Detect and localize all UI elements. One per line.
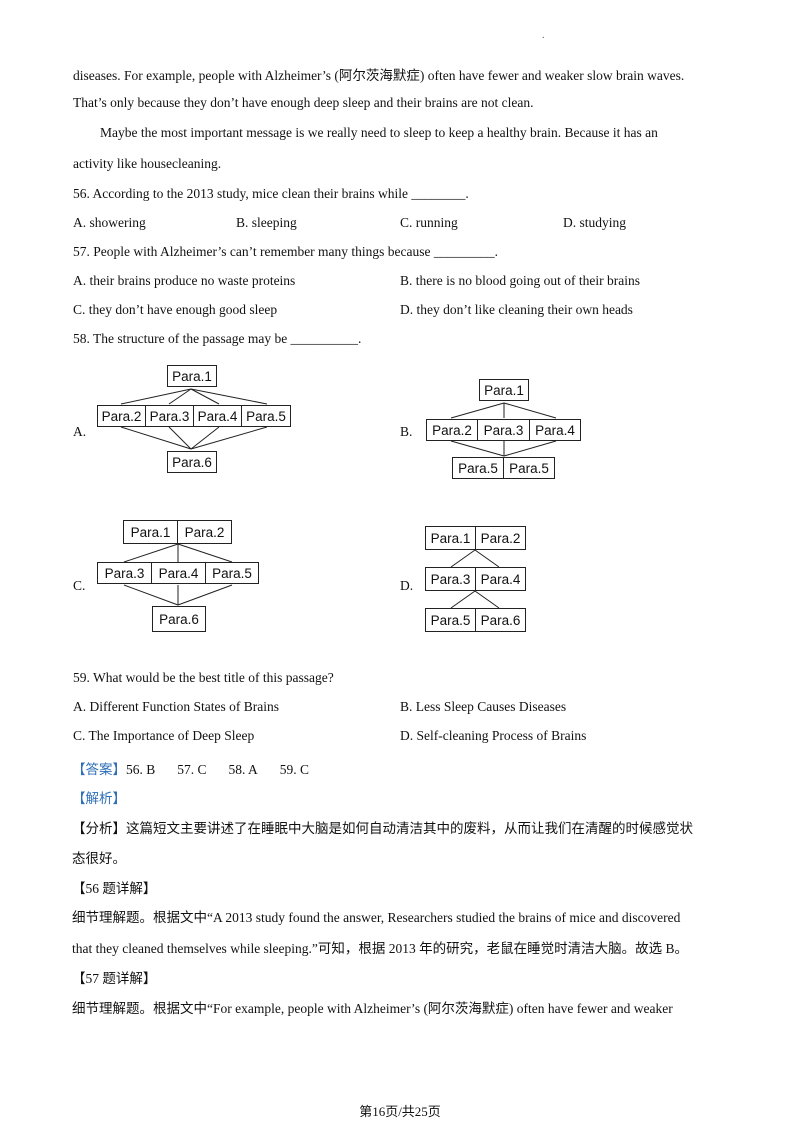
- q56-option-d: D. studying: [563, 215, 627, 230]
- q58-option-a-label: A.: [73, 424, 87, 439]
- answer-58: 58. A: [228, 762, 258, 777]
- header-mark: .: [542, 30, 545, 41]
- diagram-a-arrows: [120, 388, 268, 450]
- question-57-stem: 57. People with Alzheimer’s can’t rememb…: [73, 244, 499, 259]
- diagram-c-para-5: Para.5: [205, 562, 259, 584]
- diagram-a-para-4: Para.4: [193, 405, 242, 427]
- q56-detail-line-2: that they cleaned themselves while sleep…: [72, 941, 689, 956]
- diagram-d-arrows: [450, 549, 500, 609]
- diagram-b-para-5b: Para.5: [503, 457, 555, 479]
- answer-59: 59. C: [279, 762, 310, 777]
- q56-option-b: B. sleeping: [236, 215, 297, 230]
- q57-option-b: B. there is no blood going out of their …: [400, 273, 640, 288]
- diagram-b-para-3: Para.3: [477, 419, 530, 441]
- question-59-stem: 59. What would be the best title of this…: [73, 670, 334, 685]
- diagram-c-arrows: [123, 543, 233, 606]
- q56-detail-line-1: 细节理解题。根据文中“A 2013 study found the answer…: [72, 910, 681, 925]
- diagram-b-para-2: Para.2: [426, 419, 478, 441]
- page-footer: 第16页/共25页: [359, 1104, 441, 1119]
- diagram-c-para-4: Para.4: [151, 562, 206, 584]
- diagram-d-para-1: Para.1: [425, 526, 476, 550]
- diagram-a-para-5: Para.5: [241, 405, 291, 427]
- diagram-b-arrows: [450, 402, 557, 457]
- passage-line-2: That’s only because they don’t have enou…: [73, 95, 534, 110]
- answer-57: 57. C: [177, 762, 207, 777]
- diagram-a-para-3: Para.3: [145, 405, 194, 427]
- q58-option-d-label: D.: [400, 578, 414, 593]
- answer-label: 【答案】: [72, 762, 126, 777]
- diagram-d-para-5: Para.5: [425, 608, 476, 632]
- answer-row: 【答案】56. B 57. C 58. A 59. C: [72, 758, 309, 778]
- diagram-b-para-1: Para.1: [479, 379, 529, 401]
- q57-option-a: A. their brains produce no waste protein…: [73, 273, 296, 288]
- diagram-d-para-4: Para.4: [475, 567, 526, 591]
- analysis-line-1: 【分析】这篇短文主要讲述了在睡眠中大脑是如何自动清洁其中的废料，从而让我们在清醒…: [72, 821, 693, 836]
- q57-option-d: D. they don’t like cleaning their own he…: [400, 302, 633, 317]
- diagram-d-para-2: Para.2: [475, 526, 526, 550]
- question-58-stem: 58. The structure of the passage may be …: [73, 331, 362, 346]
- q59-option-a: A. Different Function States of Brains: [73, 699, 279, 714]
- diagram-c-para-2: Para.2: [177, 520, 232, 544]
- analysis-label: 【解析】: [72, 791, 126, 806]
- diagram-b-para-4: Para.4: [529, 419, 581, 441]
- q57-option-c: C. they don’t have enough good sleep: [73, 302, 278, 317]
- answer-56: 56. B: [126, 762, 156, 777]
- passage-line-1: diseases. For example, people with Alzhe…: [73, 68, 685, 83]
- q56-option-a: A. showering: [73, 215, 146, 230]
- diagram-a-para-1: Para.1: [167, 365, 217, 387]
- structure-diagram-b: Para.1 Para.2 Para.3 Para.4 Para.5 Para.…: [424, 378, 584, 483]
- question-56-stem: 56. According to the 2013 study, mice cl…: [73, 186, 469, 201]
- q57-detail-line-1: 细节理解题。根据文中“For example, people with Alzh…: [72, 1001, 673, 1016]
- q59-option-c: C. The Importance of Deep Sleep: [73, 728, 255, 743]
- passage-line-3: Maybe the most important message is we r…: [100, 125, 658, 140]
- diagram-b-para-5a: Para.5: [452, 457, 504, 479]
- structure-diagram-d: Para.1 Para.2 Para.3 Para.4 Para.5 Para.…: [424, 524, 529, 636]
- structure-diagram-c: Para.1 Para.2 Para.3 Para.4 Para.5 Para.…: [96, 518, 261, 636]
- diagram-c-para-6: Para.6: [152, 606, 206, 632]
- structure-diagram-a: Para.1 Para.2 Para.3 Para.4 Para.5 Para.…: [95, 363, 295, 478]
- analysis-line-2: 态很好。: [72, 851, 126, 866]
- diagram-a-para-6: Para.6: [167, 451, 217, 473]
- diagram-c-para-3: Para.3: [97, 562, 152, 584]
- q58-option-c-label: C.: [73, 578, 86, 593]
- q59-option-b: B. Less Sleep Causes Diseases: [400, 699, 567, 714]
- q59-option-d: D. Self-cleaning Process of Brains: [400, 728, 587, 743]
- q57-detail-heading: 【57 题详解】: [72, 971, 157, 986]
- diagram-c-para-1: Para.1: [123, 520, 178, 544]
- passage-line-4: activity like housecleaning.: [73, 156, 222, 171]
- q58-option-b-label: B.: [400, 424, 413, 439]
- q56-option-c: C. running: [400, 215, 458, 230]
- diagram-d-para-3: Para.3: [425, 567, 476, 591]
- diagram-a-para-2: Para.2: [97, 405, 146, 427]
- q56-detail-heading: 【56 题详解】: [72, 881, 157, 896]
- diagram-d-para-6: Para.6: [475, 608, 526, 632]
